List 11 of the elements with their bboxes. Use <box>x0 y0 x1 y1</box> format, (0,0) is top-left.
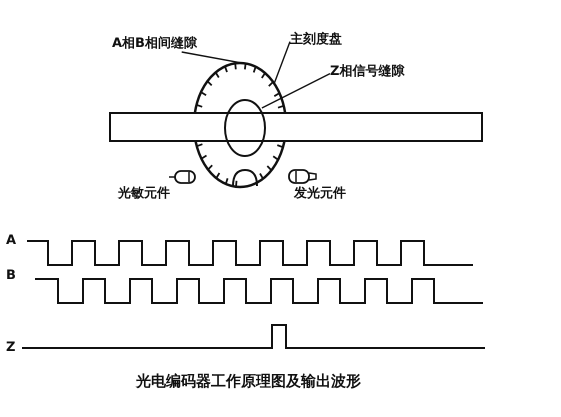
leader-line <box>262 72 330 109</box>
component-label: 发光元件 <box>294 186 346 202</box>
component-label: 光敏元件 <box>118 186 170 202</box>
signal-label: A <box>6 233 16 249</box>
caption: 光电编码器工作原理图及输出波形 <box>136 372 361 390</box>
signal-label: Z <box>6 340 16 356</box>
part-label: A相B相间缝隙 <box>112 36 197 52</box>
part-label: Z相信号缝隙 <box>330 64 404 80</box>
leader-line <box>274 41 291 84</box>
part-label: 主刻度盘 <box>290 32 342 48</box>
signal-label: B <box>6 268 16 284</box>
